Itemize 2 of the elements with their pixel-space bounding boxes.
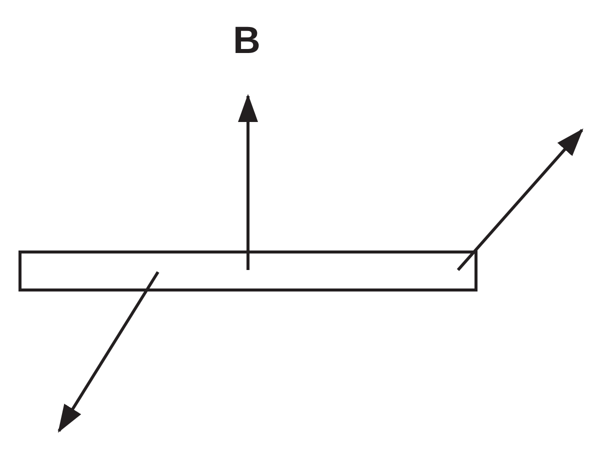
field-label: B [233, 22, 260, 60]
plate [18, 250, 478, 292]
